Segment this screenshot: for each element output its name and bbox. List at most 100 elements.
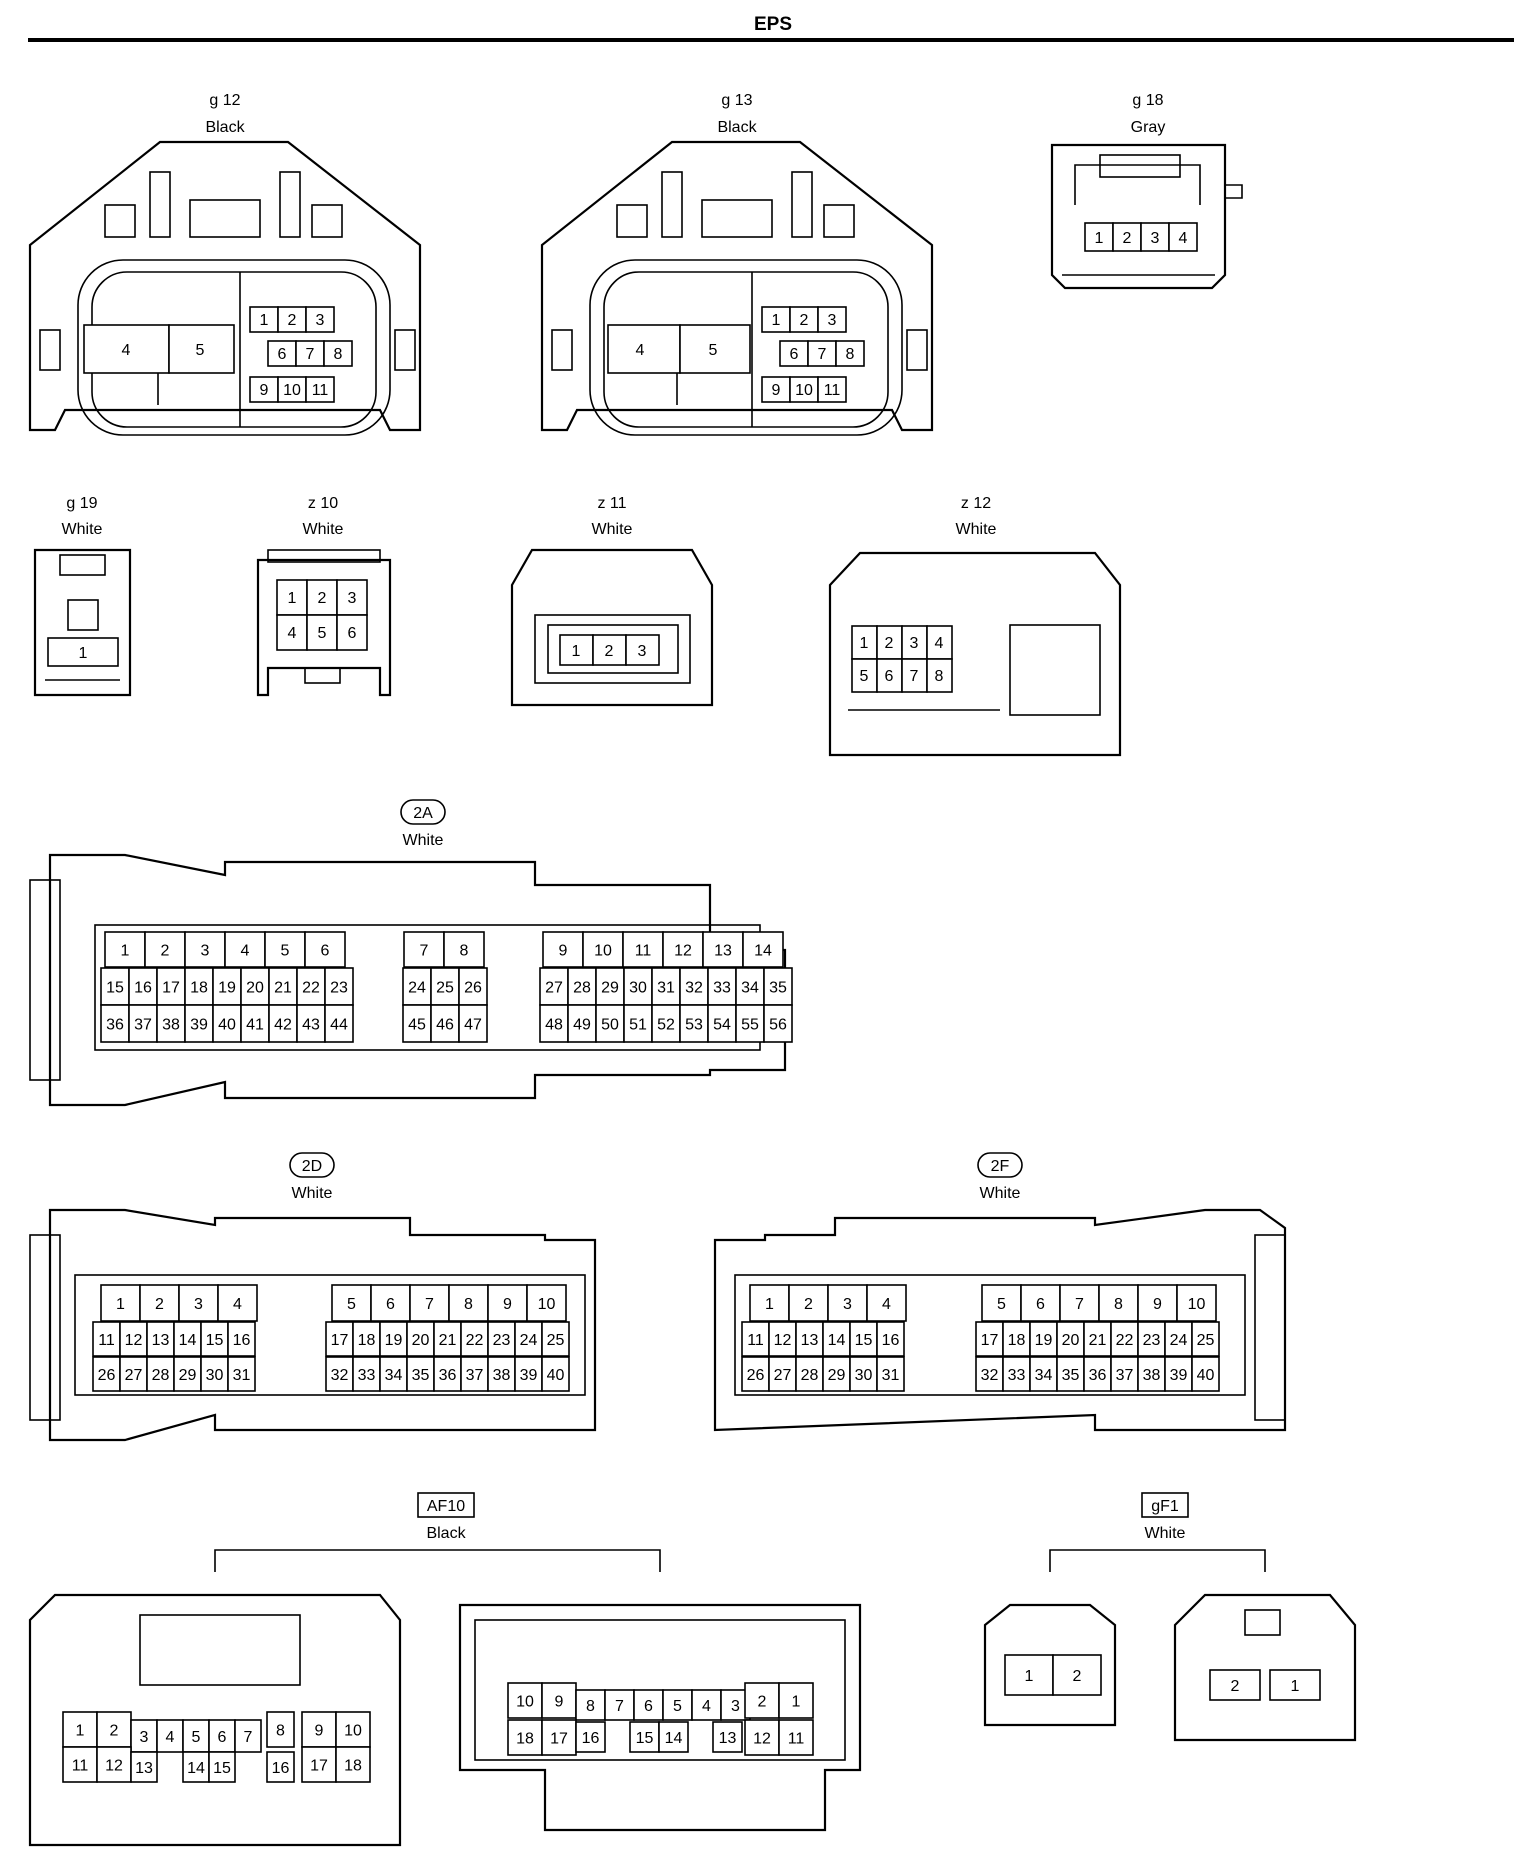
pin-label: 18 xyxy=(358,1332,376,1349)
pin-cell xyxy=(1083,1321,1112,1357)
pin-cell xyxy=(324,967,354,1006)
pin-cell xyxy=(240,967,270,1006)
pin-label: 11 xyxy=(635,943,652,960)
pin-label: 7 xyxy=(1075,1296,1084,1313)
pin-label: 2 xyxy=(758,1694,767,1711)
pin-cell xyxy=(707,1004,737,1043)
pin-label: 16 xyxy=(233,1332,251,1349)
pin-label: 11 xyxy=(98,1332,115,1349)
pin-cell xyxy=(1002,1356,1031,1392)
pin-cell xyxy=(458,1004,488,1043)
pin-label: 21 xyxy=(274,980,292,997)
pin-label: 12 xyxy=(674,943,692,960)
pin-label: 15 xyxy=(213,1760,231,1777)
pin-label: 20 xyxy=(412,1332,430,1349)
pin-cell xyxy=(866,1284,907,1322)
pin-label: 14 xyxy=(187,1760,205,1777)
pin-cell xyxy=(92,1321,121,1357)
pin-label: 10 xyxy=(344,1723,362,1740)
pin-cell xyxy=(119,1356,148,1392)
pin-cell xyxy=(788,1284,829,1322)
pin-label: 56 xyxy=(769,1017,787,1034)
pin-cell xyxy=(130,1751,158,1783)
pin-cell xyxy=(92,1356,121,1392)
svg-text:2: 2 xyxy=(1073,1668,1082,1685)
pin-cell xyxy=(742,931,784,968)
svg-text:4: 4 xyxy=(122,342,131,359)
svg-text:1: 1 xyxy=(572,643,581,660)
pin-label: 35 xyxy=(1062,1367,1080,1384)
connector-color: White xyxy=(592,521,633,538)
pin-label: 38 xyxy=(162,1017,180,1034)
pin-cell xyxy=(173,1356,202,1392)
pin-label: 17 xyxy=(550,1731,568,1748)
pin-label: 46 xyxy=(436,1017,454,1034)
pin-label: 14 xyxy=(665,1730,683,1747)
pin-label: 34 xyxy=(741,980,759,997)
pin-cell xyxy=(1020,1284,1061,1322)
pin-cell xyxy=(876,1321,905,1357)
pin-cell xyxy=(849,1356,878,1392)
pin-label: 9 xyxy=(559,943,568,960)
pin-label: 6 xyxy=(218,1729,227,1746)
pin-label: 40 xyxy=(547,1367,565,1384)
pin-label: 7 xyxy=(425,1296,434,1313)
svg-text:6: 6 xyxy=(348,625,357,642)
pin-label: 13 xyxy=(135,1760,153,1777)
svg-text:2: 2 xyxy=(1123,230,1132,247)
pin-cell xyxy=(633,1689,664,1721)
pin-label: 5 xyxy=(281,943,290,960)
pin-label: 42 xyxy=(274,1017,292,1034)
connector-color: White xyxy=(956,521,997,538)
pin-cell xyxy=(227,1321,256,1357)
pin-label: 7 xyxy=(244,1729,253,1746)
pin-cell xyxy=(575,1721,606,1753)
svg-text:4: 4 xyxy=(1179,230,1188,247)
pin-label: 4 xyxy=(166,1729,175,1746)
pin-label: 8 xyxy=(276,1723,285,1740)
pin-cell xyxy=(62,1711,98,1748)
pin-label: 37 xyxy=(134,1017,152,1034)
connector-g18: g 18 Gray 1 2 3 4 xyxy=(1050,92,1243,290)
svg-text:4: 4 xyxy=(288,625,297,642)
pin-label: 13 xyxy=(714,943,732,960)
pin-label: 23 xyxy=(1143,1332,1161,1349)
pin-label: 35 xyxy=(412,1367,430,1384)
pin-cell xyxy=(96,1746,132,1783)
pin-label: 8 xyxy=(460,943,469,960)
pin-label: 40 xyxy=(1197,1367,1215,1384)
svg-text:11: 11 xyxy=(824,382,841,399)
pin-cell xyxy=(403,931,445,968)
pin-cell xyxy=(981,1284,1022,1322)
pin-label: 45 xyxy=(408,1017,426,1034)
pin-label: 17 xyxy=(310,1758,328,1775)
pin-label: 27 xyxy=(774,1367,792,1384)
pin-cell xyxy=(1137,1321,1166,1357)
svg-text:6: 6 xyxy=(885,668,894,685)
pin-cell xyxy=(849,1321,878,1357)
pin-cell xyxy=(128,1004,158,1043)
pin-cell xyxy=(795,1356,824,1392)
pin-cell xyxy=(268,967,298,1006)
svg-text:1: 1 xyxy=(260,312,269,329)
pin-cell xyxy=(822,1356,851,1392)
pin-label: 23 xyxy=(330,980,348,997)
pin-label: 30 xyxy=(206,1367,224,1384)
pin-label: 10 xyxy=(516,1694,534,1711)
pin-label: 24 xyxy=(1170,1332,1188,1349)
pin-cell xyxy=(324,1004,354,1043)
pin-label: 13 xyxy=(719,1730,737,1747)
pin-cell xyxy=(595,1004,625,1043)
pin-cell xyxy=(156,1719,184,1753)
pin-label: 33 xyxy=(358,1367,376,1384)
pin-label: 5 xyxy=(997,1296,1006,1313)
pin-label: 47 xyxy=(464,1017,482,1034)
pin-cell xyxy=(458,967,488,1006)
pin-cell xyxy=(304,931,346,968)
pin-label: 33 xyxy=(713,980,731,997)
svg-text:6: 6 xyxy=(790,346,799,363)
pin-label: 29 xyxy=(179,1367,197,1384)
connector-g13: g 13 Black 4 5 1 2 3 6 7 8 9 10 11 xyxy=(540,92,934,436)
pin-label: 52 xyxy=(657,1017,675,1034)
pin-label: 11 xyxy=(72,1758,89,1775)
